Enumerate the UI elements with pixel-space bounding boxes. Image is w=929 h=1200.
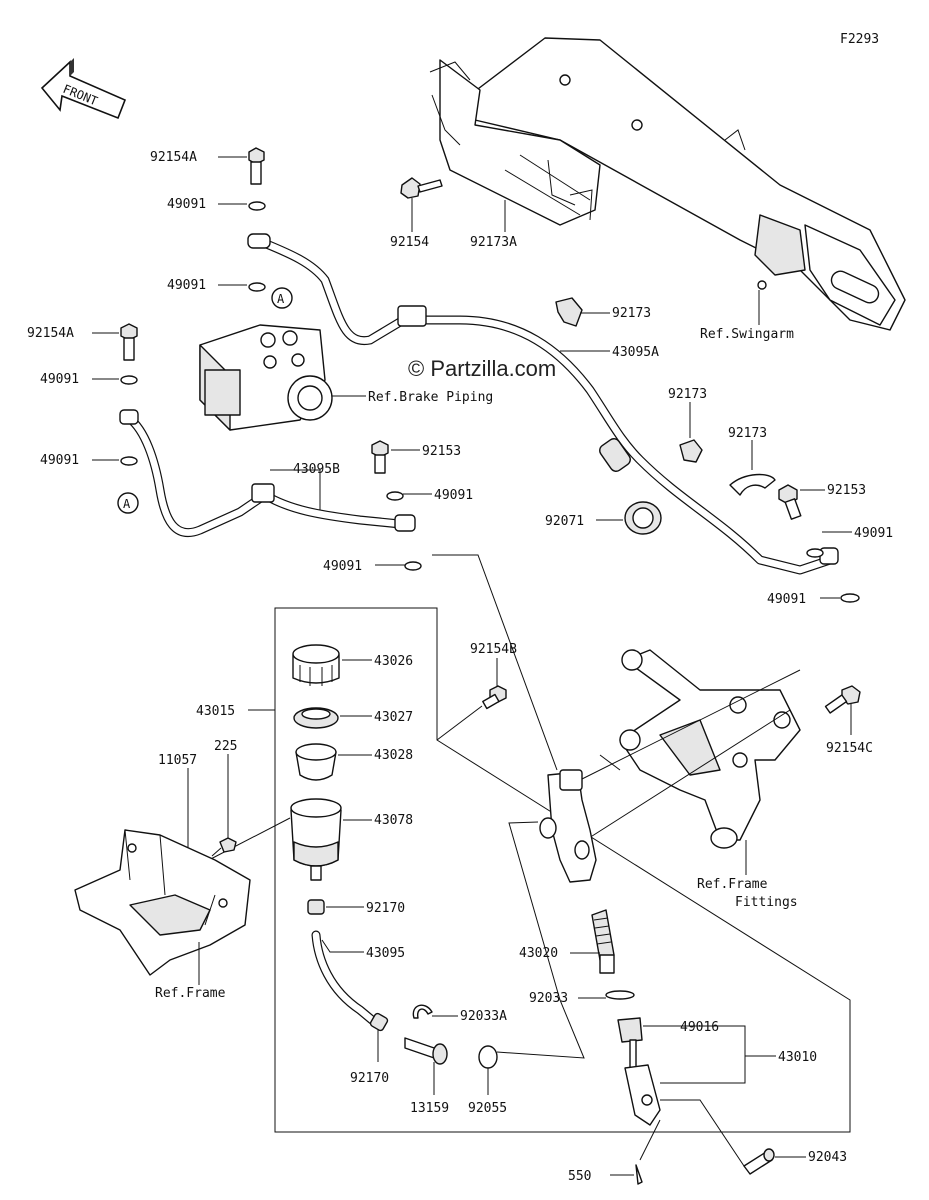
part-label-225: 225	[214, 739, 237, 754]
ref-frame-fittings-label-1: Ref.Frame	[697, 877, 768, 892]
part-label-92173A: 92173A	[470, 235, 517, 250]
assembly-box-43015	[274, 607, 851, 1133]
part-label-49016: 49016	[680, 1020, 719, 1035]
washer-49091-c-icon	[120, 375, 138, 385]
washer-49091-b-icon	[248, 282, 266, 292]
bolt-225-icon	[211, 837, 237, 857]
washer-49091-d-icon	[120, 456, 138, 466]
part-label-13159: 13159	[410, 1101, 449, 1116]
part-label-92154: 92154	[390, 235, 429, 250]
washer-49091-g-icon	[806, 548, 824, 558]
ref-brake-piping-label: Ref.Brake Piping	[368, 390, 493, 405]
part-label-92154A-top: 92154A	[150, 150, 197, 165]
ref-frame-label: Ref.Frame	[155, 986, 226, 1001]
part-label-92154A-left: 92154A	[27, 326, 74, 341]
part-label-92153-a: 92153	[422, 444, 461, 459]
part-label-92154C: 92154C	[826, 741, 873, 756]
pin-92043-icon	[743, 1148, 775, 1175]
clamp-92170-a-icon	[307, 899, 325, 915]
part-label-43095B: 43095B	[293, 462, 340, 477]
part-label-92170-a: 92170	[366, 901, 405, 916]
part-label-43026: 43026	[374, 654, 413, 669]
washer-49091-e-icon	[386, 491, 404, 501]
part-label-49091-a: 49091	[167, 197, 206, 212]
brake-hose-43095B	[119, 409, 416, 537]
fitting-13159-icon	[404, 1037, 448, 1065]
part-label-49091-d: 49091	[40, 453, 79, 468]
frame-fittings-illustration	[619, 649, 801, 849]
part-label-92153-b: 92153	[827, 483, 866, 498]
washer-49091-a-icon	[248, 201, 266, 211]
ref-frame-fittings-label-2: Fittings	[735, 895, 798, 910]
part-label-43078: 43078	[374, 813, 413, 828]
reservoir-43078-icon	[290, 798, 342, 881]
part-label-92055: 92055	[468, 1101, 507, 1116]
part-label-92173-c: 92173	[728, 426, 767, 441]
front-arrow-icon: FRONT	[40, 58, 127, 120]
part-label-92033A: 92033A	[460, 1009, 507, 1024]
bolt-92154-icon	[400, 177, 443, 199]
part-label-49091-e: 49091	[434, 488, 473, 503]
circlip-92033-icon	[605, 990, 635, 1000]
washer-49091-f-icon	[404, 561, 422, 571]
part-label-49091-h: 49091	[767, 592, 806, 607]
watermark: © Partzilla.com	[408, 356, 556, 381]
part-label-43015: 43015	[196, 704, 235, 719]
part-label-11057: 11057	[158, 753, 197, 768]
banjo-bolt-92154A-top-icon	[248, 147, 265, 185]
clamp-92173-a-icon	[555, 297, 583, 327]
part-label-43010: 43010	[778, 1050, 817, 1065]
svg-text:A: A	[277, 292, 285, 306]
brake-hose-43095A	[247, 233, 839, 575]
ref-swingarm-label: Ref.Swingarm	[700, 327, 794, 342]
bolt-92154B-icon	[482, 685, 507, 710]
plate-43027-icon	[293, 707, 339, 729]
part-label-92170-b: 92170	[350, 1071, 389, 1086]
part-label-43095: 43095	[366, 946, 405, 961]
part-label-49091-f: 49091	[323, 559, 362, 574]
part-label-92173-a: 92173	[612, 306, 651, 321]
reservoir-cap-43026-icon	[292, 644, 340, 686]
banjo-bolt-92153-a-icon	[371, 440, 389, 474]
part-label-92173-b: 92173	[668, 387, 707, 402]
svg-text:A: A	[123, 497, 131, 511]
clamp-92173-b-icon	[679, 439, 703, 463]
part-label-92154B: 92154B	[470, 642, 517, 657]
clamp-92170-b-icon	[369, 1012, 389, 1032]
callout-marker-a-bottom: A	[117, 492, 139, 514]
part-label-550: 550	[568, 1169, 591, 1184]
part-label-43020: 43020	[519, 946, 558, 961]
swingarm-illustration	[429, 37, 906, 331]
abs-hydraulic-unit	[199, 324, 333, 431]
diaphragm-43028-icon	[295, 743, 337, 781]
grommet-92071-icon	[624, 501, 662, 535]
circlip-92033A-icon	[412, 1004, 433, 1019]
figure-code: F2293	[840, 32, 879, 47]
master-cylinder-43020-assembly	[539, 769, 615, 974]
o-ring-92055-icon	[478, 1045, 498, 1069]
part-label-92043: 92043	[808, 1150, 847, 1165]
bolt-92154C-icon	[824, 685, 861, 714]
push-rod-43010-icon	[617, 1017, 661, 1126]
banjo-bolt-92154A-left-icon	[120, 323, 138, 361]
part-label-92033: 92033	[529, 991, 568, 1006]
clamp-92173-c-icon	[729, 473, 776, 496]
part-label-43028: 43028	[374, 748, 413, 763]
part-label-49091-c: 49091	[40, 372, 79, 387]
part-label-92071: 92071	[545, 514, 584, 529]
banjo-bolt-92153-b-icon	[778, 484, 802, 520]
part-label-43027: 43027	[374, 710, 413, 725]
part-label-49091-g: 49091	[854, 526, 893, 541]
callout-marker-a-top: A	[271, 287, 293, 309]
frame-illustration	[74, 829, 251, 976]
part-label-49091-b: 49091	[167, 278, 206, 293]
reservoir-hose-43095	[311, 930, 377, 1025]
cotter-pin-550-icon	[635, 1164, 643, 1185]
part-label-43095A: 43095A	[612, 345, 659, 360]
washer-49091-h-icon	[840, 593, 860, 603]
